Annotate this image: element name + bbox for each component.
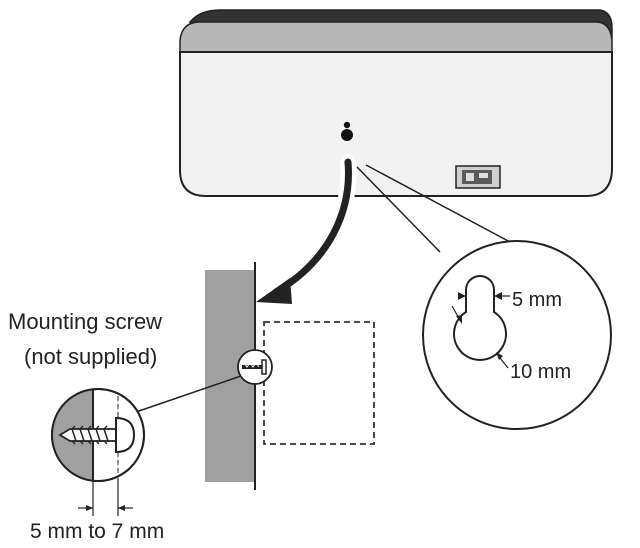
slot-width-label: 5 mm [512,289,562,311]
speaker-top-face [179,21,613,59]
large-screw-icon [58,416,136,454]
speaker-unit [179,9,613,197]
keyhole-large-icon [453,275,507,361]
screw-callout [51,349,273,516]
hole-diameter-label: 10 mm [510,361,571,383]
arrow-head-icon [256,278,292,304]
screw-icon [242,359,267,375]
keyhole-detail [356,164,612,430]
terminal-port-icon [455,165,501,189]
mounting-screw-label: Mounting screw [8,309,162,334]
curved-arrow [256,154,357,304]
speaker-outline [263,321,375,445]
keyhole-icon [341,121,353,141]
not-supplied-label: (not supplied) [24,344,157,369]
screw-protrusion-label: 5 mm to 7 mm [30,520,164,543]
speaker-front-face [179,51,613,197]
